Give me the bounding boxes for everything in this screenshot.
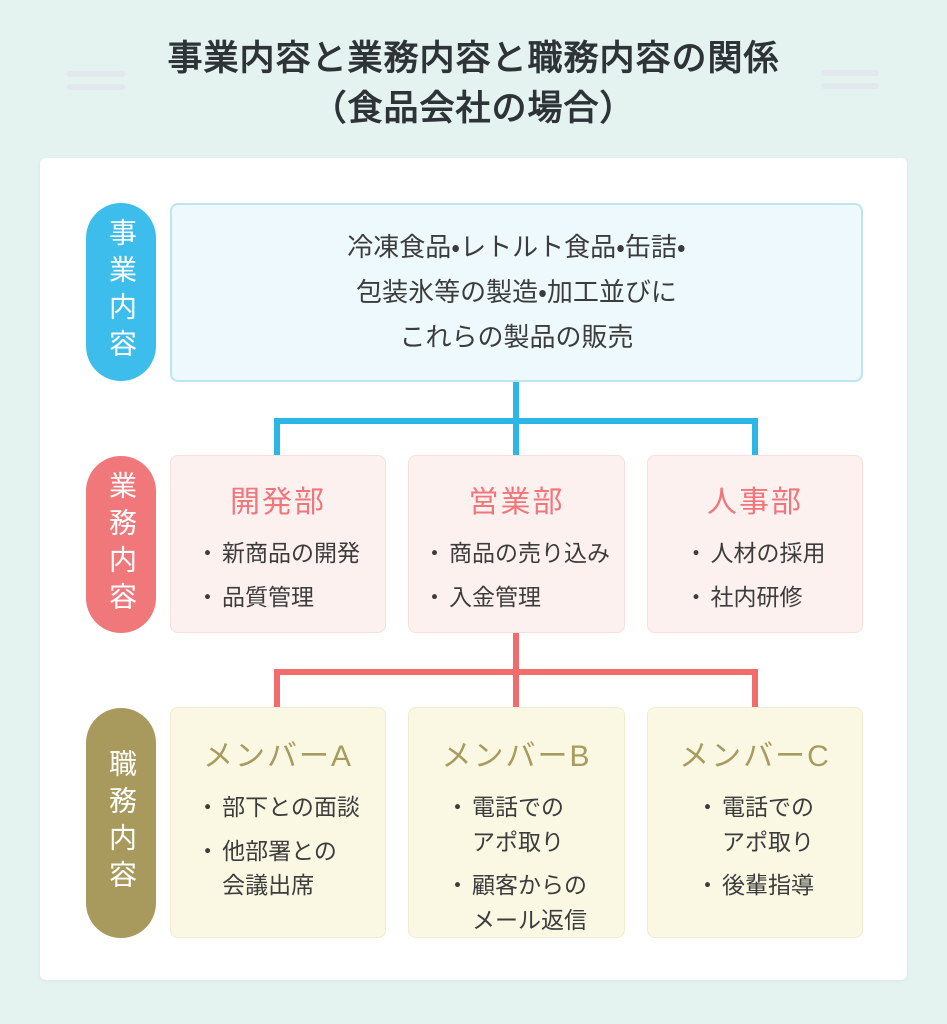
member-box-a: メンバーA ・ 部下との面談 ・ 他部署との 会議出席 bbox=[170, 707, 386, 938]
bullet-icon: ・ bbox=[446, 872, 469, 898]
dept-box-hr: 人事部 ・ 人材の採用 ・ 社内研修 bbox=[647, 455, 863, 633]
dept-item-list: ・ 人材の採用 ・ 社内研修 bbox=[685, 536, 826, 614]
list-item-text: 社内研修 bbox=[710, 583, 803, 610]
list-item-text: 入金管理 bbox=[449, 583, 541, 610]
dash-bar bbox=[67, 71, 125, 77]
member-box-b: メンバーB ・ 電話での アポ取り ・ 顧客からの メール返信 bbox=[408, 707, 625, 938]
list-item-text: 品質管理 bbox=[222, 583, 314, 610]
row-label-business: 事業内容 bbox=[86, 203, 156, 381]
bullet-icon: ・ bbox=[196, 540, 219, 566]
list-item-text: 商品の売り込み bbox=[449, 540, 610, 566]
connector-red-drop-left bbox=[274, 669, 280, 707]
bullet-icon: ・ bbox=[696, 872, 719, 898]
bullet-icon: ・ bbox=[684, 540, 708, 566]
member-title: メンバーA bbox=[202, 740, 353, 773]
list-item: ・ 商品の売り込み bbox=[423, 536, 610, 571]
row-label-job: 職務内容 bbox=[86, 708, 156, 938]
bullet-icon: ・ bbox=[196, 837, 220, 864]
list-item: ・ 電話での アポ取り bbox=[446, 790, 587, 859]
list-item: ・ 品質管理 bbox=[196, 580, 360, 615]
dept-item-list: ・ 商品の売り込み ・ 入金管理 bbox=[423, 536, 610, 614]
list-item-text: 部下との面談 bbox=[222, 794, 360, 820]
list-item-text: 電話での アポ取り bbox=[722, 794, 814, 855]
member-item-list: ・ 電話での アポ取り ・ 後輩指導 bbox=[696, 790, 814, 903]
list-item-text: 後輩指導 bbox=[722, 872, 814, 898]
bullet-icon: ・ bbox=[446, 794, 469, 820]
bullet-icon: ・ bbox=[423, 583, 446, 610]
decorative-dashes-left bbox=[67, 71, 125, 97]
bullet-icon: ・ bbox=[196, 794, 220, 820]
page-title: 事業内容と業務内容と職務内容の関係 （食品会社の場合） bbox=[0, 34, 947, 135]
list-item-text: 電話での アポ取り bbox=[472, 794, 564, 855]
list-item-text: 顧客からの メール返信 bbox=[472, 872, 587, 933]
connector-blue-horizontal bbox=[274, 418, 758, 424]
bullet-icon: ・ bbox=[696, 794, 719, 820]
dept-box-development: 開発部 ・ 新商品の開発 ・ 品質管理 bbox=[170, 455, 386, 633]
dept-box-sales: 営業部 ・ 商品の売り込み ・ 入金管理 bbox=[408, 455, 625, 633]
connector-red-drop-right bbox=[752, 669, 758, 707]
list-item: ・ 入金管理 bbox=[423, 580, 610, 615]
dept-title: 人事部 bbox=[707, 486, 803, 519]
business-description-box: 冷凍食品・レトルト食品・缶詰・ 包装氷等の製造・加工並びに これらの製品の販売 bbox=[170, 203, 863, 382]
diagram-card: 事業内容 業務内容 職務内容 冷凍食品・レトルト食品・缶詰・ 包装氷等の製造・加… bbox=[40, 158, 907, 980]
dept-title: 開発部 bbox=[230, 486, 326, 519]
list-item: ・ 他部署との 会議出席 bbox=[196, 834, 360, 903]
decorative-dashes-right bbox=[821, 70, 879, 96]
list-item: ・ 社内研修 bbox=[685, 580, 826, 615]
list-item: ・ 電話での アポ取り bbox=[696, 790, 814, 859]
list-item: ・ 新商品の開発 bbox=[196, 536, 360, 571]
page-title-line-2: （食品会社の場合） bbox=[311, 89, 636, 129]
bullet-icon: ・ bbox=[684, 583, 708, 610]
connector-blue-drop-left bbox=[274, 418, 280, 455]
member-title: メンバーC bbox=[679, 740, 831, 773]
list-item-text: 新商品の開発 bbox=[222, 540, 360, 566]
list-item-text: 人材の採用 bbox=[710, 540, 826, 566]
connector-red-drop-center bbox=[513, 669, 519, 707]
list-item: ・ 顧客からの メール返信 bbox=[446, 868, 587, 937]
list-item: ・ 後輩指導 bbox=[696, 868, 814, 903]
row-label-work: 業務内容 bbox=[86, 456, 156, 633]
list-item: ・ 人材の採用 bbox=[685, 536, 826, 571]
bullet-icon: ・ bbox=[423, 540, 446, 566]
dash-bar bbox=[67, 84, 125, 90]
member-item-list: ・ 電話での アポ取り ・ 顧客からの メール返信 bbox=[446, 790, 587, 937]
dash-bar bbox=[821, 83, 879, 89]
member-box-c: メンバーC ・ 電話での アポ取り ・ 後輩指導 bbox=[647, 707, 863, 938]
connector-blue-drop-right bbox=[752, 418, 758, 455]
member-title: メンバーB bbox=[441, 740, 592, 773]
dept-item-list: ・ 新商品の開発 ・ 品質管理 bbox=[196, 536, 360, 614]
member-item-list: ・ 部下との面談 ・ 他部署との 会議出席 bbox=[196, 790, 360, 903]
bullet-icon: ・ bbox=[196, 583, 219, 610]
page-title-line-1: 事業内容と業務内容と職務内容の関係 bbox=[167, 39, 780, 78]
list-item-text: 他部署との 会議出席 bbox=[222, 837, 337, 899]
connector-red-stem bbox=[513, 633, 519, 675]
list-item: ・ 部下との面談 bbox=[196, 790, 360, 825]
dash-bar bbox=[821, 70, 879, 76]
dept-title: 営業部 bbox=[468, 486, 565, 519]
